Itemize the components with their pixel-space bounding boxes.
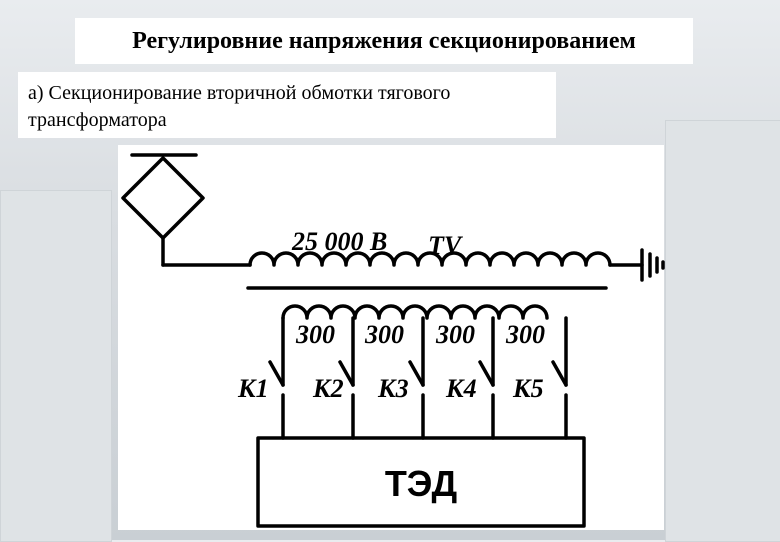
pantograph-diamond	[121, 156, 205, 240]
page-subtitle: а) Секционирование вторичной обмотки тяг…	[18, 72, 556, 138]
switch-blade-3	[408, 360, 425, 387]
switch-blade-2	[338, 360, 355, 387]
diagram-panel	[118, 145, 664, 530]
switch-blade-1	[268, 360, 285, 387]
page-title: Регулировние напряжения секционированием	[75, 18, 693, 64]
switch-label-5: К5	[512, 374, 544, 403]
switch-blade-4	[478, 360, 495, 387]
ground-symbol	[640, 248, 665, 282]
secondary-winding	[281, 304, 549, 320]
section-label-1: 300	[295, 320, 335, 349]
section-label-4: 300	[505, 320, 545, 349]
transformer-label: TV	[428, 231, 464, 260]
primary-voltage-label: 25 000 В	[291, 227, 387, 256]
switch-label-2: К2	[312, 374, 344, 403]
switch-label-3: К3	[377, 374, 409, 403]
switch-label-1: К1	[237, 374, 269, 403]
ted-label: ТЭД	[385, 463, 457, 504]
primary-winding	[248, 251, 612, 267]
ted-box	[256, 436, 586, 528]
background-building-left	[0, 190, 112, 542]
section-label-2: 300	[364, 320, 404, 349]
switch-blade-5	[551, 360, 568, 387]
background-building-right	[665, 120, 780, 542]
section-label-3: 300	[435, 320, 475, 349]
switch-label-4: К4	[445, 374, 477, 403]
